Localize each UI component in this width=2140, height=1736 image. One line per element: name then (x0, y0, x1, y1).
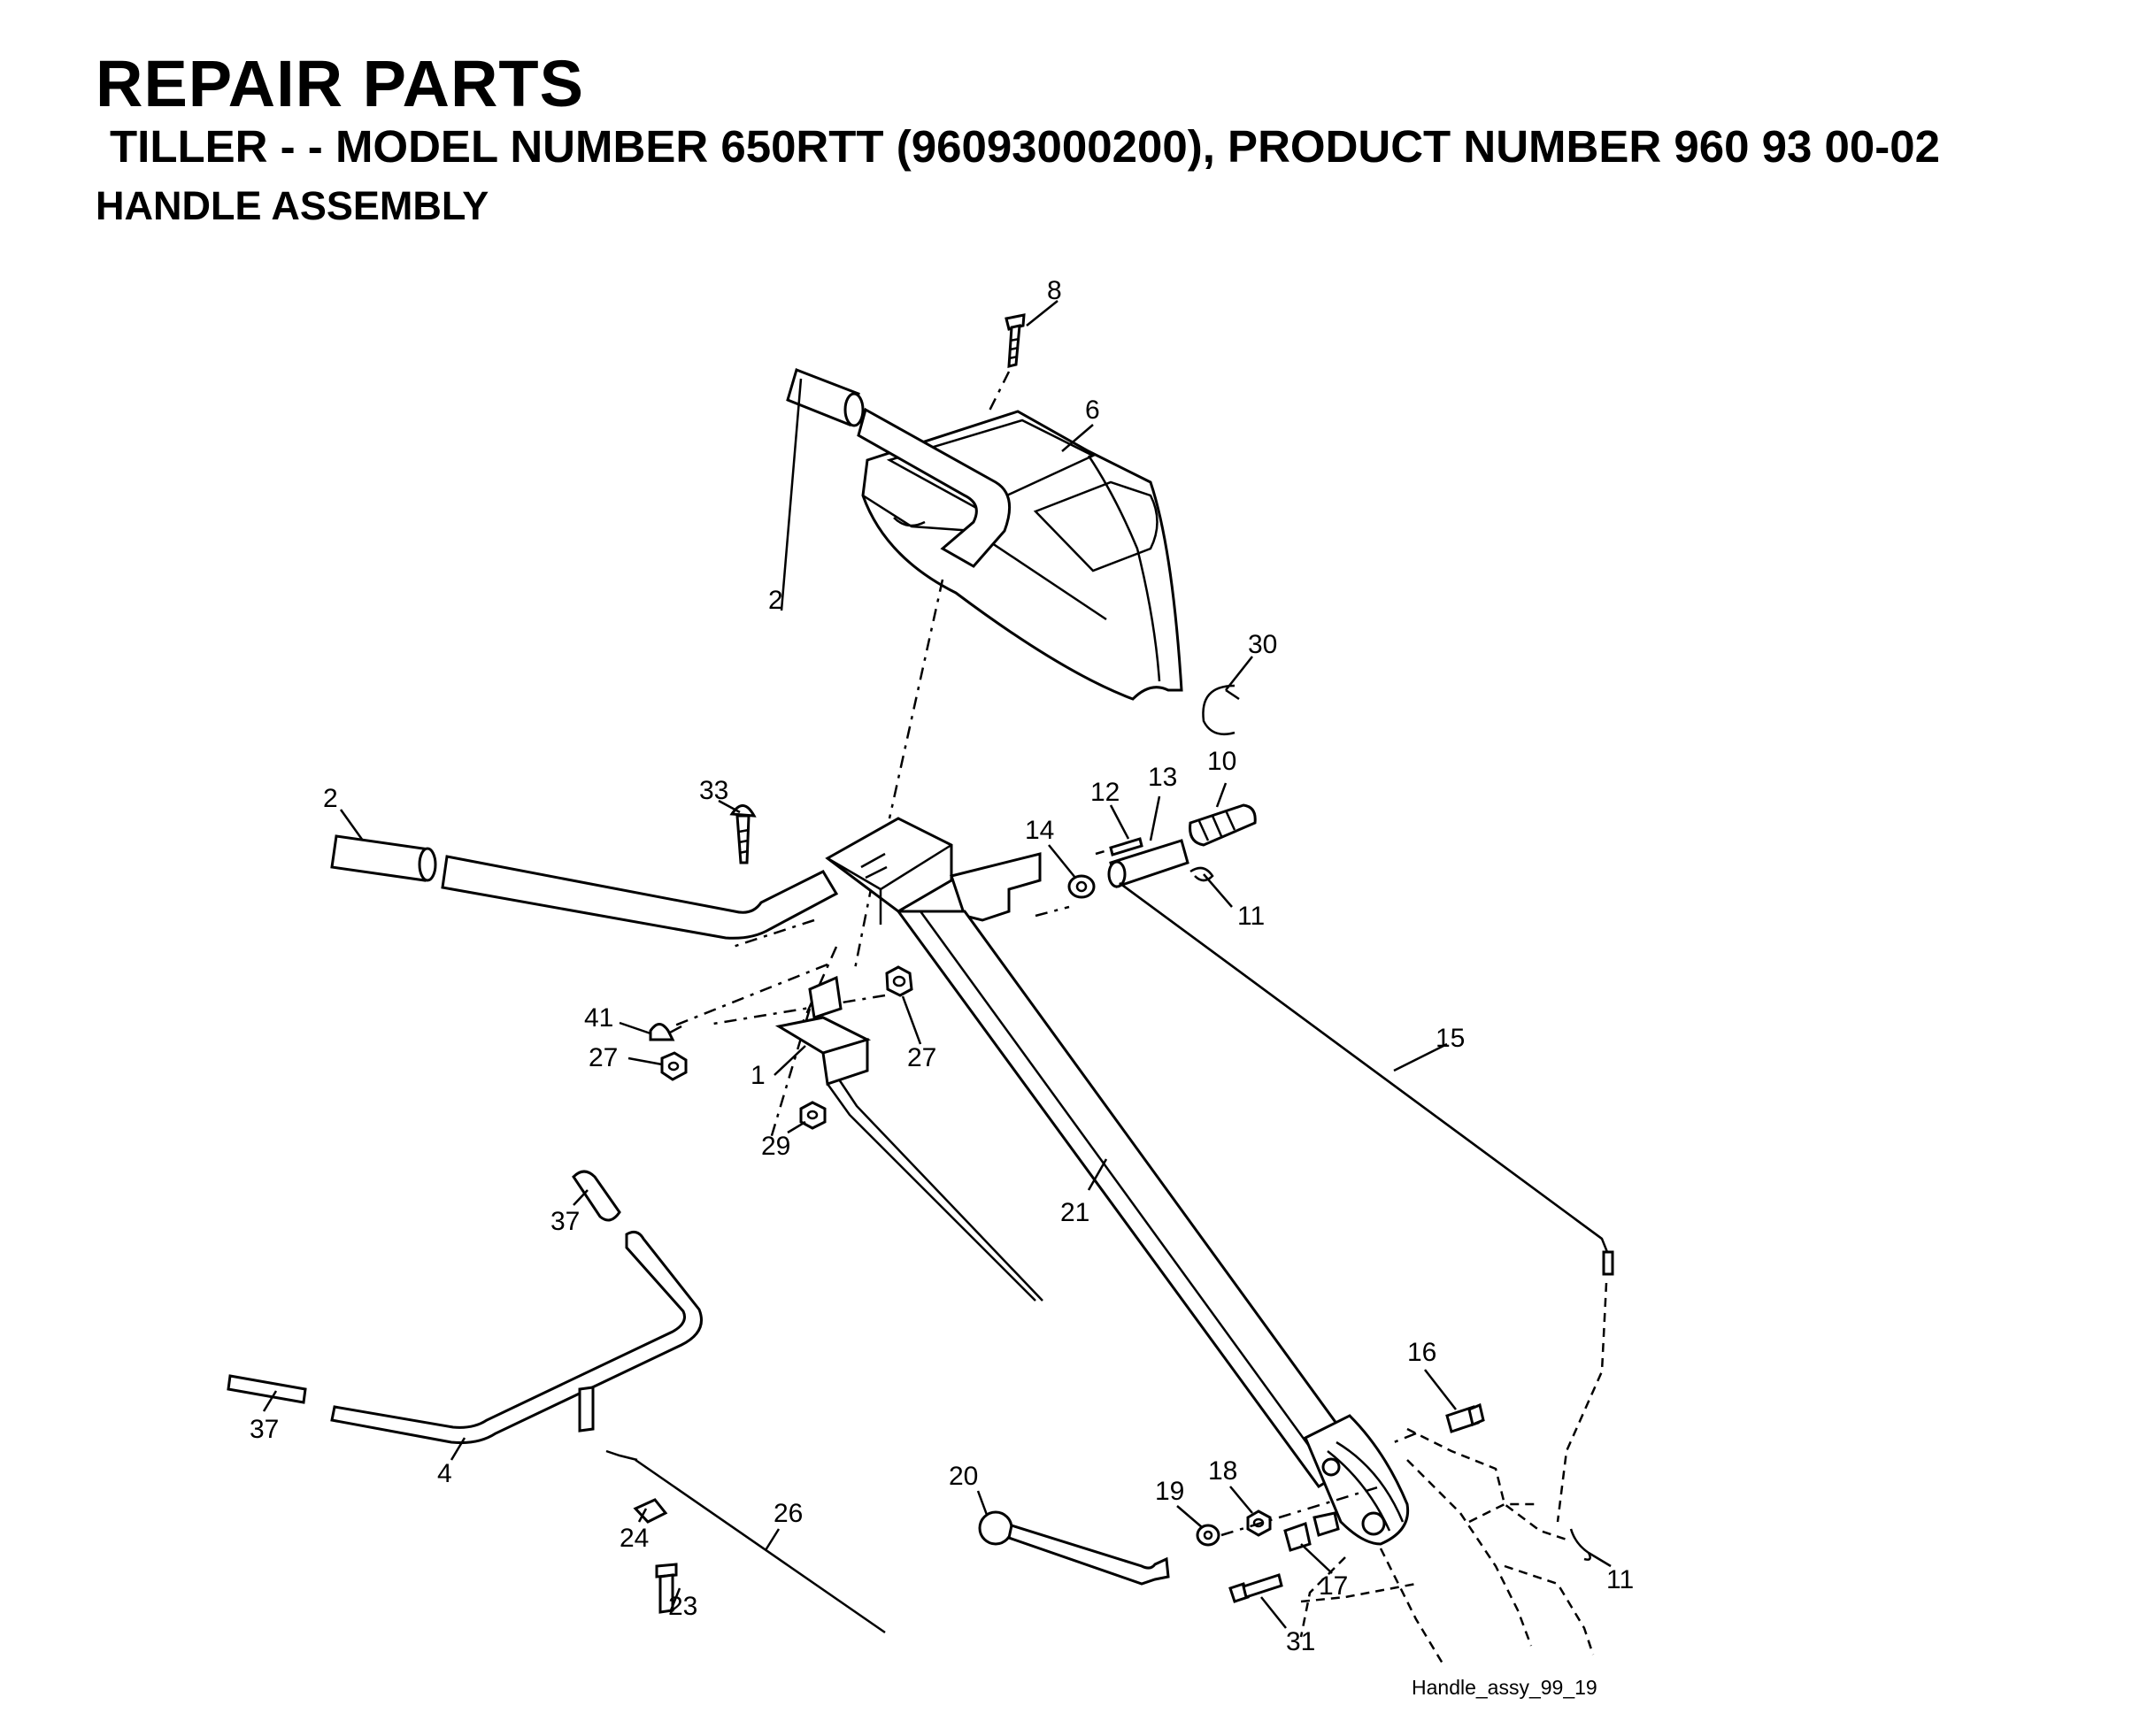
callout-30: 30 (1248, 630, 1277, 659)
callout-16: 16 (1407, 1338, 1436, 1367)
part-37-grip-upper (572, 1170, 621, 1222)
part-2-grip-upper (786, 368, 865, 427)
part-30-clip (1202, 684, 1240, 736)
callout-18: 18 (1208, 1456, 1237, 1486)
page-title: REPAIR PARTS (96, 47, 584, 120)
callout-15: 15 (1436, 1024, 1465, 1053)
callout-31: 31 (1286, 1627, 1315, 1656)
callout-27-left: 27 (589, 1043, 618, 1072)
part-41-clamp (649, 1023, 682, 1041)
part-8-screw (1005, 313, 1026, 368)
callout-labels: 8 6 30 2 2 33 10 12 13 14 11 15 41 27 1 … (250, 276, 1634, 1699)
callout-1: 1 (751, 1061, 766, 1090)
callout-26: 26 (774, 1499, 803, 1528)
part-33-bolt (729, 804, 757, 864)
part-17-bushings (1283, 1511, 1340, 1552)
callout-19: 19 (1155, 1477, 1184, 1506)
diagram-caption: Handle_assy_99_19 (1412, 1676, 1597, 1699)
part-16-bolt (1445, 1402, 1485, 1433)
callout-8: 8 (1047, 276, 1062, 305)
callout-20: 20 (949, 1462, 978, 1491)
callout-23: 23 (668, 1592, 697, 1621)
callout-29: 29 (761, 1132, 790, 1161)
callout-37-left: 37 (250, 1415, 279, 1444)
callout-21: 21 (1060, 1198, 1089, 1227)
leader-lines (262, 300, 1612, 1629)
part-21-handle-tube (825, 817, 1410, 1546)
callout-17: 17 (1319, 1571, 1348, 1601)
callout-33: 33 (699, 776, 728, 805)
part-27-nut-left (660, 1051, 688, 1081)
callout-10: 10 (1207, 747, 1236, 776)
part-37-grip-left (227, 1374, 307, 1404)
callout-2-upper: 2 (768, 586, 783, 615)
callout-2-left: 2 (323, 784, 338, 813)
part-11-hairpin-lower (1569, 1528, 1591, 1561)
part-29-nut (799, 1101, 827, 1130)
tiller-frame-reference (1299, 1427, 1595, 1664)
callout-41: 41 (584, 1003, 613, 1033)
callout-12: 12 (1090, 778, 1120, 807)
callout-27-right: 27 (907, 1043, 936, 1072)
part-20-shift-lever (978, 1510, 1170, 1586)
part-12-bolt (1109, 837, 1143, 856)
part-27-nut-right (885, 965, 913, 997)
part-1-bracket (774, 975, 1043, 1302)
part-4-lever (330, 1230, 703, 1444)
handlebar (441, 407, 1012, 940)
part-15-rod (1119, 881, 1614, 1276)
callout-6: 6 (1085, 396, 1100, 425)
callout-13: 13 (1148, 763, 1177, 792)
part-11-hairpin-upper (1189, 866, 1214, 882)
part-13-lever (1107, 839, 1189, 888)
callout-14: 14 (1025, 816, 1054, 845)
section-heading: HANDLE ASSEMBLY (96, 183, 489, 228)
part-10-grip (1189, 803, 1257, 847)
part-26-cable (605, 1449, 886, 1634)
part-14-washer (1067, 874, 1096, 899)
model-subtitle: TILLER - - MODEL NUMBER 650RTT (96093000… (110, 121, 1940, 172)
callout-11-upper: 11 (1237, 902, 1265, 931)
part-23-bolt (655, 1563, 678, 1614)
callout-4: 4 (437, 1459, 452, 1488)
callout-24: 24 (620, 1524, 649, 1553)
part-31-bolt (1228, 1573, 1283, 1603)
callout-37-upper: 37 (550, 1207, 580, 1236)
callout-11-lower: 11 (1606, 1565, 1634, 1594)
part-2-grip-left (330, 834, 437, 882)
part-19-washer (1196, 1524, 1220, 1547)
